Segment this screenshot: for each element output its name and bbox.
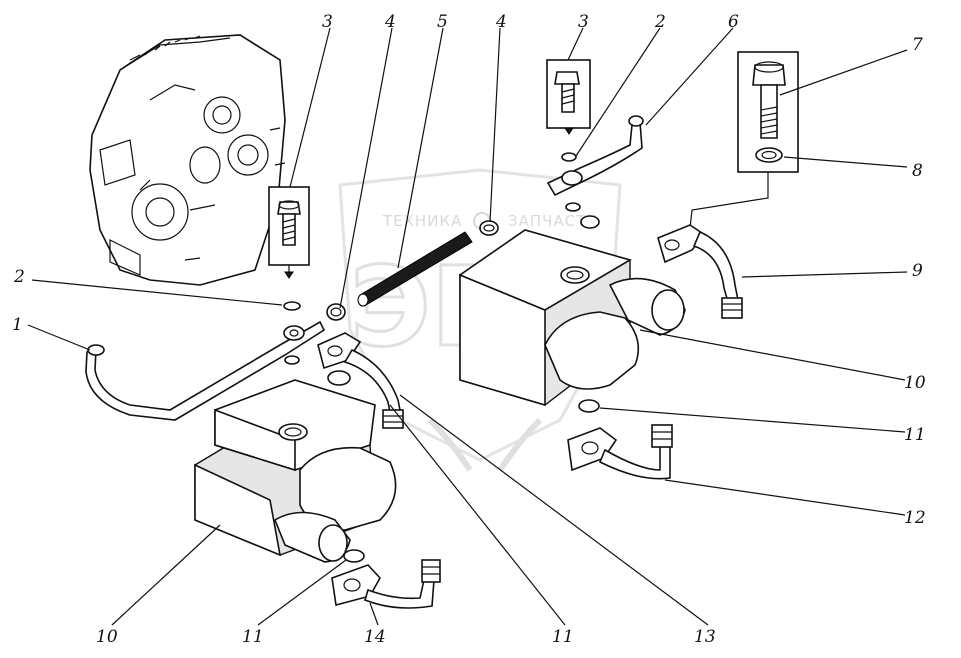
shaft-5 (357, 231, 473, 307)
callout-2-left: 2 (13, 267, 25, 287)
callout-12: 12 (904, 508, 926, 528)
watermark-text-right: ЗАПЧАСТИ (508, 212, 599, 230)
pipe-12 (567, 424, 673, 480)
callout-10-left: 10 (96, 627, 118, 647)
callout-7: 7 (912, 35, 923, 55)
leader-lines (27, 27, 908, 626)
callout-2-top: 2 (654, 12, 666, 32)
callout-3-right: 3 (578, 12, 589, 32)
callout-10-right: 10 (904, 373, 926, 393)
pipe-13 (317, 332, 404, 429)
pipe-14 (331, 559, 441, 609)
callout-3-left: 3 (322, 12, 333, 32)
gearbox-housing (89, 34, 286, 286)
pump-10-left (194, 379, 397, 563)
callout-6: 6 (728, 12, 739, 32)
bolt-3-right (546, 59, 591, 135)
callout-11-left: 11 (242, 627, 264, 647)
pipe-6 (546, 115, 644, 197)
clamp-ring-4-right (479, 220, 499, 236)
pump-10-right (458, 229, 686, 407)
bolt-3-left (268, 186, 310, 279)
washers (283, 152, 600, 563)
callout-4-right: 4 (495, 12, 507, 32)
pipe-1 (85, 320, 326, 421)
pipe-9 (657, 224, 743, 319)
watermark-text-left: ТЕХНИКА (382, 212, 462, 230)
callout-14: 14 (364, 627, 386, 647)
callout-11-bottom: 11 (552, 627, 574, 647)
callout-11-right: 11 (904, 425, 926, 445)
callout-9: 9 (912, 261, 923, 281)
callout-1: 1 (12, 315, 23, 335)
callout-5: 5 (437, 12, 448, 32)
clamp-ring-4-left (326, 303, 346, 321)
callout-8: 8 (912, 161, 923, 181)
callout-4-left: 4 (384, 12, 396, 32)
bolt-7-washer-8 (689, 51, 799, 229)
callout-13: 13 (694, 627, 716, 647)
callouts: 3 4 5 4 3 2 6 7 8 9 2 1 10 11 12 10 11 1… (12, 12, 926, 647)
